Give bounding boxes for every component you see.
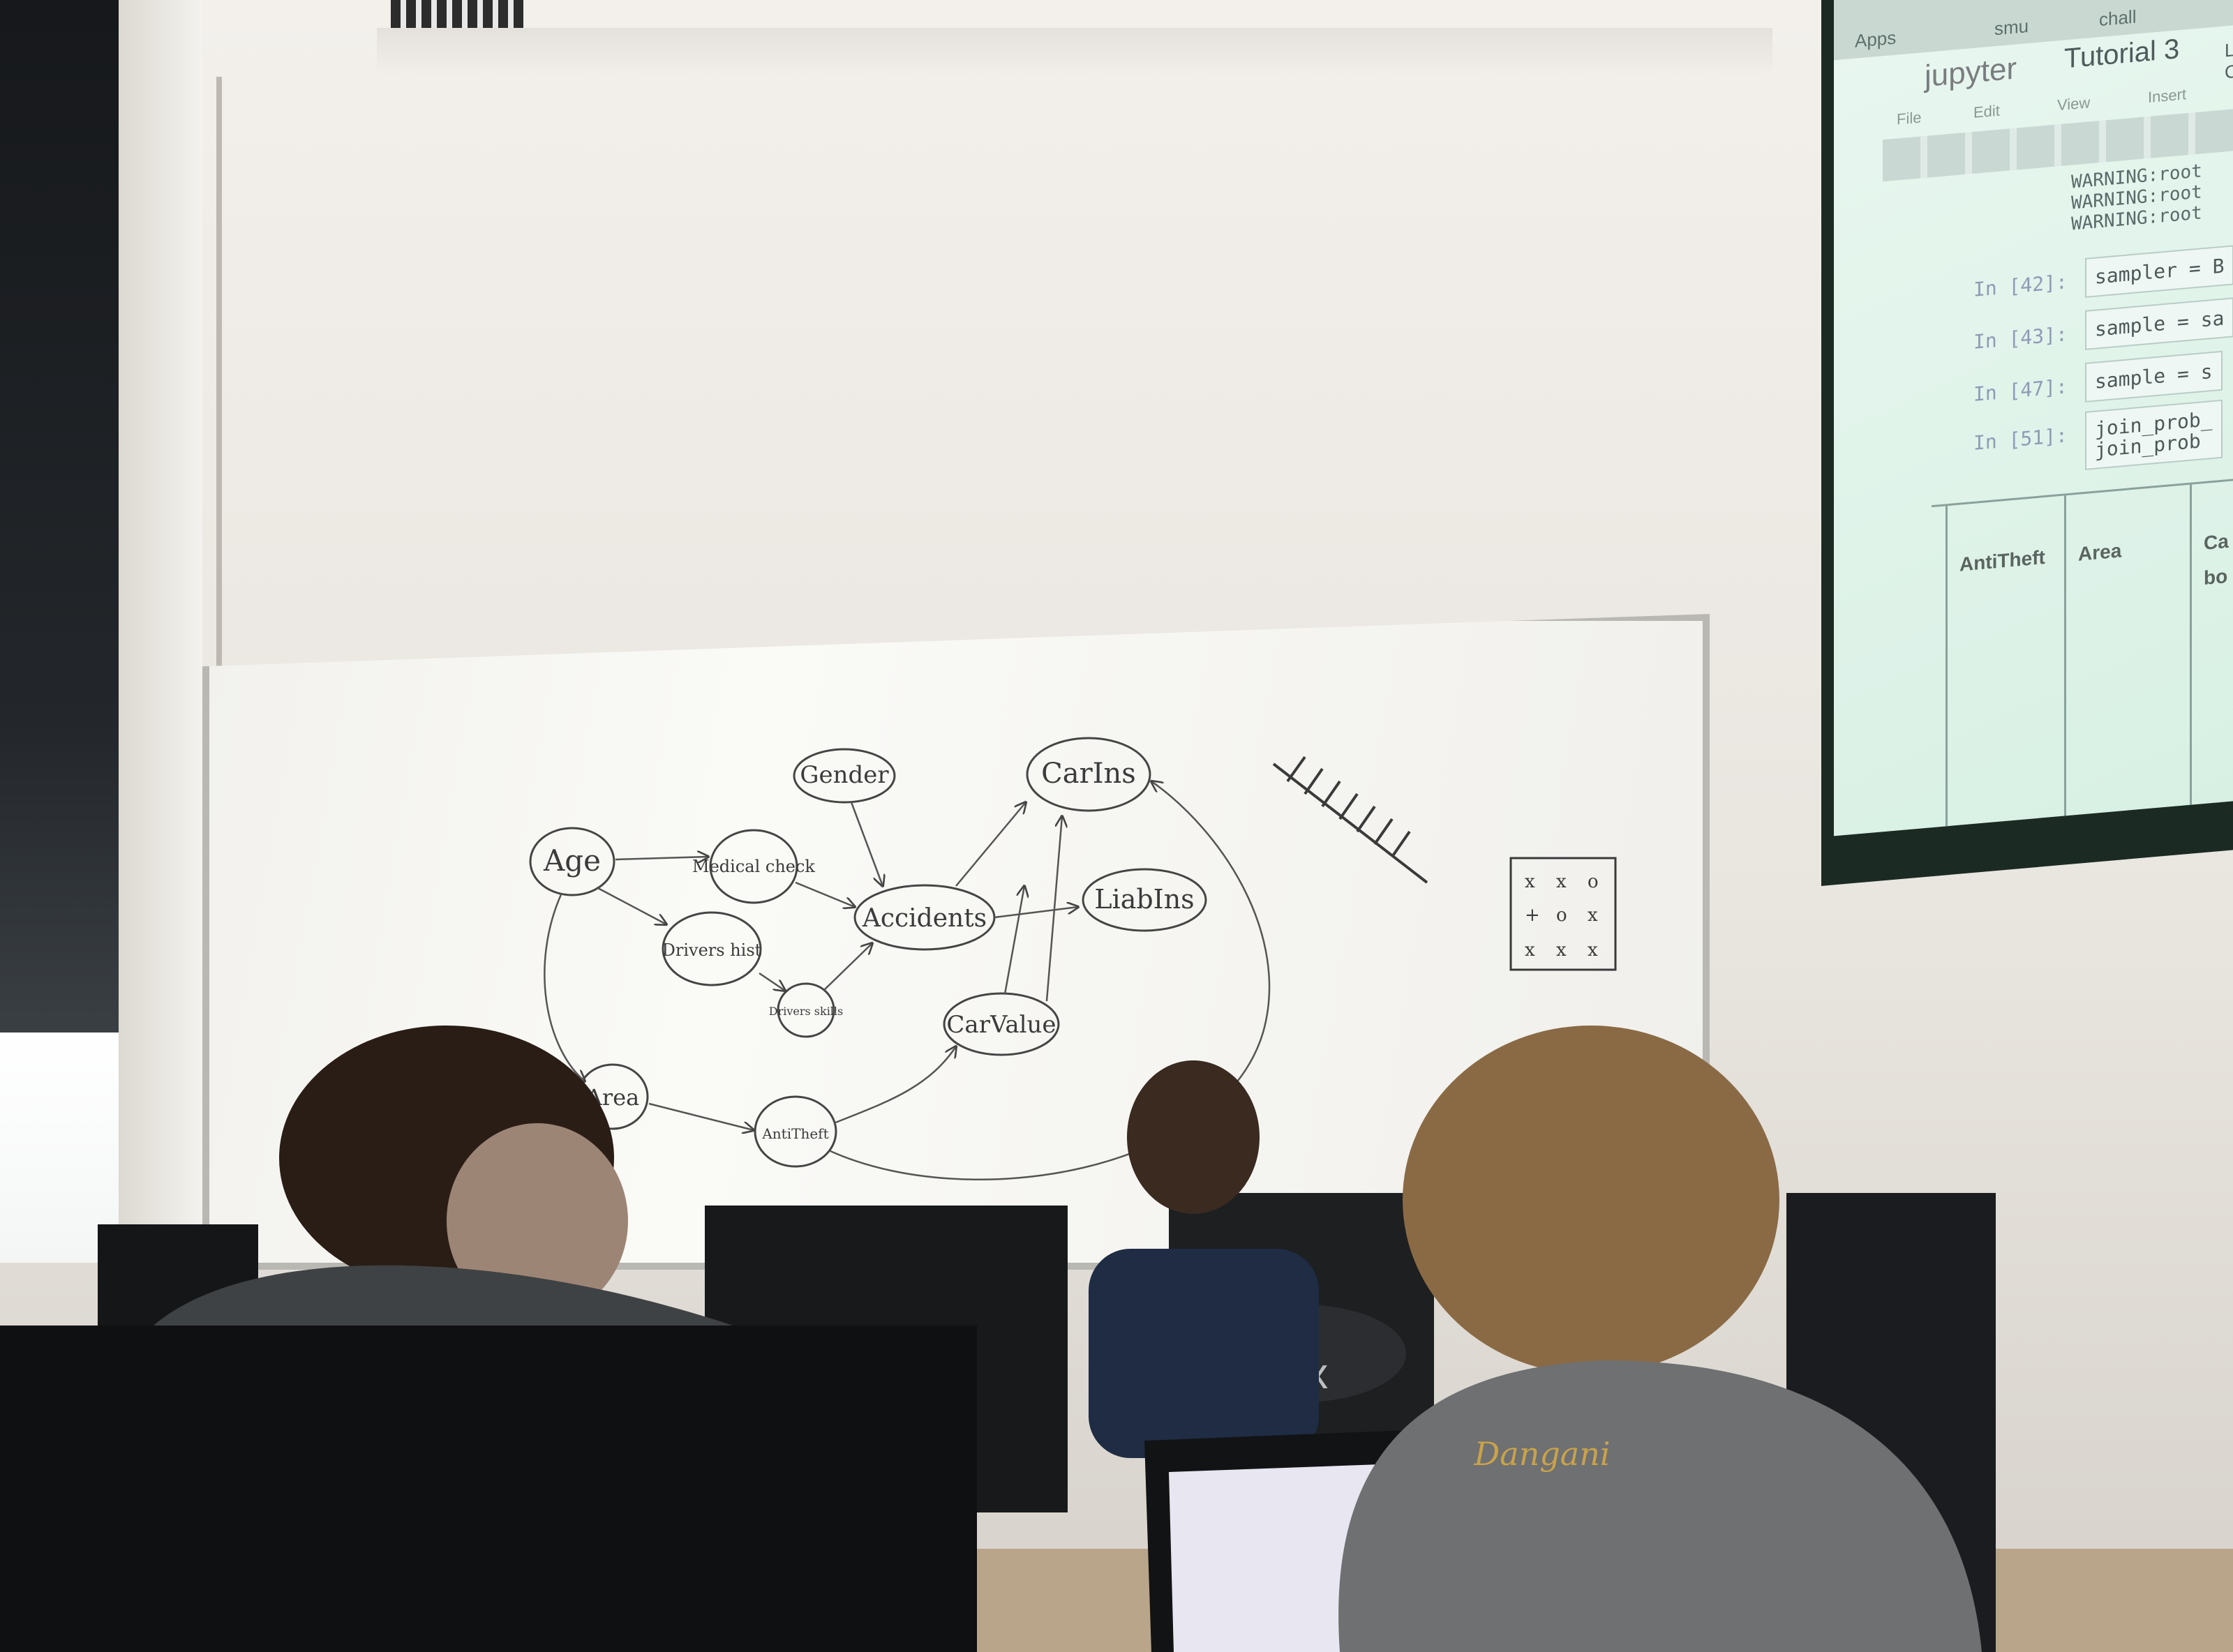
grid-mark: + — [1525, 905, 1540, 926]
node-liabins-ellipse — [1082, 868, 1207, 932]
grid-mark: x — [1525, 940, 1535, 961]
edge-accidents-liabins — [994, 907, 1078, 919]
student-left-face — [447, 1123, 628, 1319]
node-carins-ellipse — [1026, 737, 1151, 812]
label-drivershist: Drivers hist — [662, 940, 762, 960]
node-medical-ellipse — [709, 829, 798, 904]
student-right-hair — [1403, 1026, 1779, 1374]
edge-area-antitheft — [648, 1102, 754, 1130]
student-right-shirt — [1338, 1360, 1982, 1652]
tshirt-logo: Dangani — [1473, 1435, 1610, 1473]
label-age: Age — [543, 843, 601, 878]
wall-pipe — [216, 77, 222, 1207]
monitor-front — [0, 1326, 977, 1652]
node-age-ellipse — [529, 827, 615, 896]
edge-antitheft-carvalue — [833, 1046, 956, 1125]
edge-age-area — [544, 892, 585, 1081]
grid-mark: o — [1556, 905, 1567, 926]
teacher-shirt — [1089, 1249, 1319, 1458]
label-driverskills: Drivers skills — [769, 1005, 844, 1018]
edge-accidents-carins — [955, 802, 1026, 887]
node-driverskills-ellipse — [777, 982, 835, 1038]
node-carvalue-ellipse — [943, 992, 1060, 1056]
label-medical: Medical check — [692, 857, 815, 876]
node-drivershist-ellipse — [662, 911, 762, 986]
edge-antitheft-carins — [830, 781, 1271, 1181]
label-carvalue: CarValue — [946, 1011, 1056, 1039]
ceiling-light — [391, 0, 523, 28]
edge-age-drivershist — [596, 886, 666, 924]
edge-age-medical — [615, 857, 708, 859]
grid-mark: o — [1588, 871, 1599, 892]
label-liabins: LiabIns — [1094, 884, 1194, 915]
grid-mark: x — [1556, 871, 1567, 892]
edge-carvalue-accidents — [1003, 886, 1024, 995]
window-frame — [119, 0, 202, 1228]
mark-grid: x x o + o x x x x — [1509, 857, 1617, 971]
edge-gender-accidents — [850, 802, 883, 886]
grid-mark: x — [1588, 905, 1598, 926]
label-antitheft: AntiTheft — [761, 1125, 828, 1142]
label-accidents: Accidents — [862, 904, 987, 933]
edge-carvalue-carins — [1045, 816, 1062, 1002]
grid-mark: x — [1588, 940, 1598, 961]
ceiling-edge — [377, 28, 1772, 77]
teacher-head — [1127, 1060, 1260, 1214]
label-gender: Gender — [800, 761, 889, 789]
node-gender-ellipse — [793, 748, 896, 804]
fishbone-doodle — [1272, 756, 1428, 884]
bayes-net-drawing: Gender CarIns Age Medical check Accident… — [529, 737, 1617, 1181]
label-carins: CarIns — [1041, 758, 1136, 790]
edge-drivershist-skills — [759, 972, 785, 991]
edge-medical-accidents — [795, 881, 855, 907]
grid-mark: x — [1556, 940, 1567, 961]
edge-skills-accidents — [823, 943, 872, 991]
grid-mark: x — [1525, 871, 1535, 892]
